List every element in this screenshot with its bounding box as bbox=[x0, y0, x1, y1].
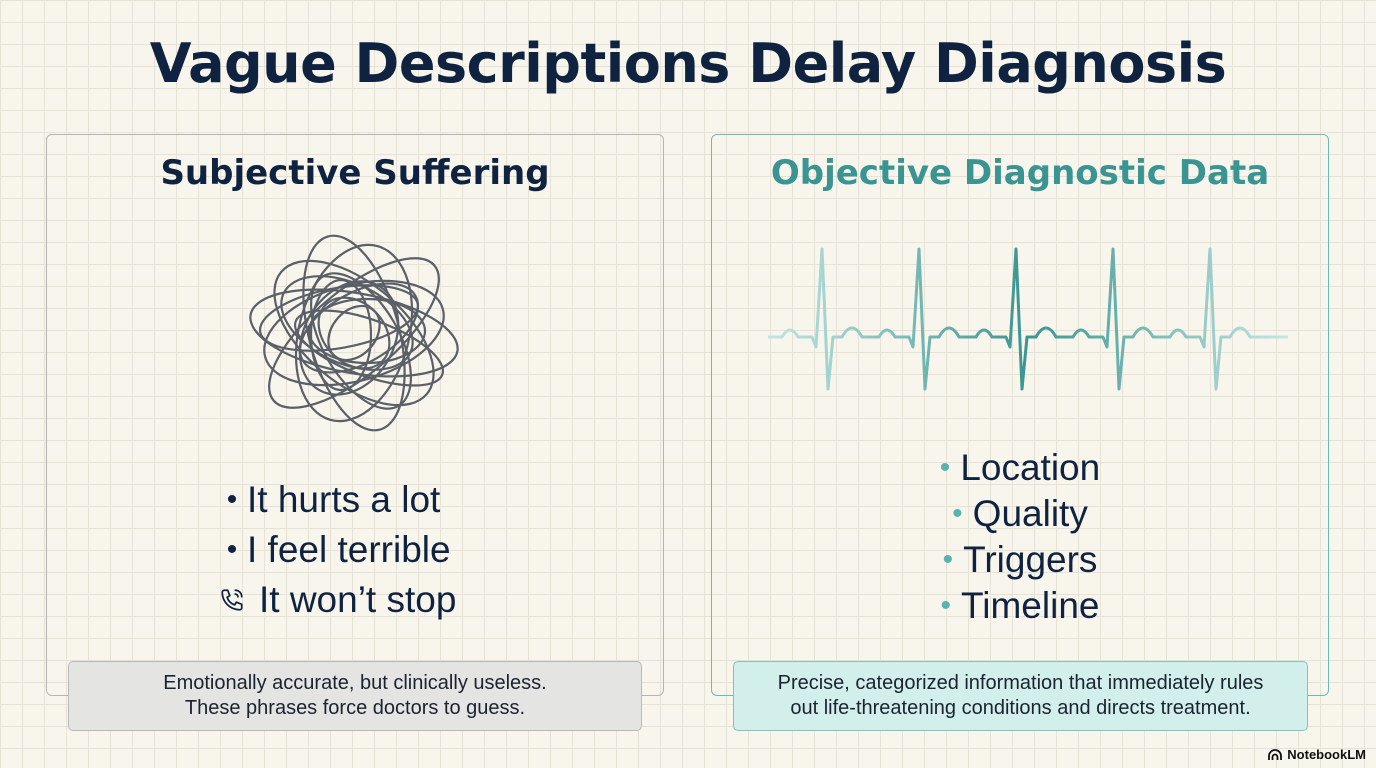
bullet-text: It won’t stop bbox=[259, 579, 457, 620]
scribble-loop bbox=[273, 259, 435, 407]
scribble-loop bbox=[293, 309, 445, 387]
caption-line: Precise, categorized information that im… bbox=[777, 672, 1264, 694]
subjective-caption: Emotionally accurate, but clinically use… bbox=[68, 661, 642, 731]
bullet-dot-icon: • bbox=[226, 533, 238, 566]
bullet-text: Triggers bbox=[963, 539, 1098, 580]
list-item: • Triggers bbox=[712, 537, 1328, 583]
scribble-loop bbox=[327, 304, 381, 362]
ecg-heartbeat-icon bbox=[768, 247, 1288, 391]
objective-heading: Objective Diagnostic Data bbox=[770, 153, 1270, 193]
bullet-dot-icon: • bbox=[940, 589, 952, 622]
subjective-bullet-list: • It hurts a lot • I feel terrible It wo… bbox=[219, 475, 456, 625]
bullet-dot-icon: • bbox=[226, 483, 238, 516]
list-item: • Location bbox=[712, 445, 1328, 491]
bullet-text: It hurts a lot bbox=[247, 479, 441, 520]
bullet-dot-icon: • bbox=[952, 497, 963, 530]
phone-icon bbox=[221, 589, 243, 611]
caption-line: These phrases force doctors to guess. bbox=[184, 697, 526, 719]
brand-name: NotebookLM bbox=[1287, 747, 1366, 762]
notebooklm-logo-icon bbox=[1268, 748, 1283, 760]
objective-bullet-list: • Location • Quality • Triggers • Timeli… bbox=[712, 445, 1328, 629]
bullet-text: I feel terrible bbox=[247, 529, 451, 570]
subjective-heading: Subjective Suffering bbox=[160, 153, 550, 193]
list-item: It won’t stop bbox=[219, 575, 456, 625]
list-item: • Quality bbox=[712, 491, 1328, 537]
scribble-loop bbox=[309, 278, 373, 392]
caption-line: Emotionally accurate, but clinically use… bbox=[163, 672, 547, 694]
scribble-loop bbox=[294, 243, 414, 423]
scribble-loop bbox=[307, 297, 427, 365]
objective-caption: Precise, categorized information that im… bbox=[733, 661, 1308, 731]
bullet-text: Location bbox=[960, 447, 1101, 488]
bullet-text: Timeline bbox=[961, 585, 1100, 626]
tangled-scribble-icon bbox=[249, 234, 459, 432]
page-title: Vague Descriptions Delay Diagnosis bbox=[149, 32, 1227, 95]
scribble-loop bbox=[258, 284, 420, 352]
bullet-dot-icon: • bbox=[942, 543, 954, 576]
scribble-loop bbox=[268, 257, 440, 409]
caption-line: out life-threatening conditions and dire… bbox=[790, 697, 1251, 719]
objective-panel: Objective Diagnostic Data • Location • Q… bbox=[711, 134, 1329, 696]
list-item: • It hurts a lot bbox=[219, 475, 456, 525]
notebooklm-logo: NotebookLM bbox=[1268, 747, 1366, 762]
bullet-dot-icon: • bbox=[939, 451, 951, 484]
list-item: • I feel terrible bbox=[219, 525, 456, 575]
subjective-panel: Subjective Suffering • It hurts a lot • … bbox=[46, 134, 664, 696]
bullet-text: Quality bbox=[972, 493, 1088, 534]
list-item: • Timeline bbox=[712, 583, 1328, 629]
